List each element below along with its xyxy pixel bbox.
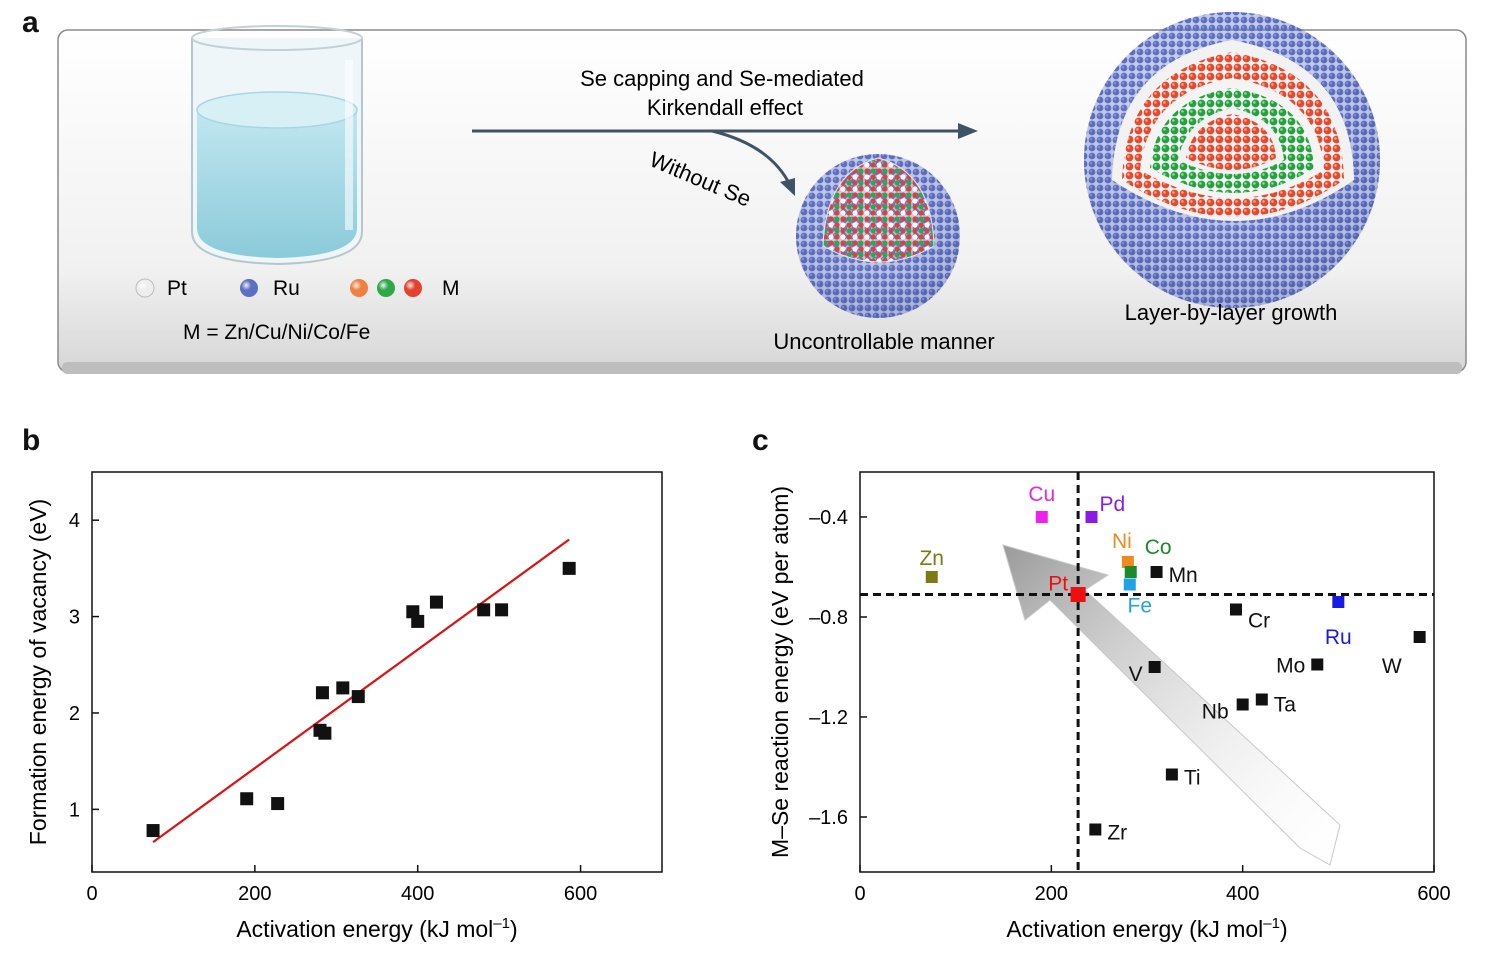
chart-c-ylabel: M–Se reaction energy (eV per atom) (767, 486, 793, 858)
data-point-zr (1089, 823, 1102, 836)
y-tick-label: 2 (69, 703, 80, 725)
y-tick-label: 4 (69, 510, 80, 532)
chart-b-ylabel: Formation energy of vacancy (eV) (25, 499, 51, 845)
data-point-ti (1165, 768, 1178, 781)
data-point-cr (1229, 603, 1242, 616)
chart-c-frame (859, 471, 1435, 873)
point-label-mn: Mn (1169, 564, 1198, 587)
point-label-cr: Cr (1248, 610, 1270, 633)
legend-ru-label: Ru (273, 277, 300, 300)
point-label-nb: Nb (1202, 701, 1229, 724)
data-point-co (1124, 566, 1137, 578)
y-tick-label: 3 (69, 607, 80, 629)
legend-pt-label: Pt (167, 277, 187, 300)
uncontrolled-particle: Uncontrollable manner (773, 154, 995, 354)
point-label-cu: Cu (1028, 483, 1055, 506)
uncontrollable-label: Uncontrollable manner (773, 329, 994, 354)
trend-arrow (1002, 544, 1341, 866)
panel-letter-b: b (22, 424, 41, 457)
data-point (429, 595, 443, 609)
data-point (271, 797, 285, 811)
data-point (562, 561, 576, 575)
m-definition: M = Zn/Cu/Ni/Co/Fe (183, 321, 370, 344)
schematic-legend: Pt Ru M M = Zn/Cu/Ni/Co/Fe (135, 277, 460, 344)
x-tick-label: 0 (86, 883, 97, 905)
data-point (495, 603, 509, 617)
panel-letter-c: c (752, 424, 769, 457)
point-label-ni: Ni (1112, 530, 1132, 553)
panel-a-schematic: Pt Ru M M = Zn/Cu/Ni/Co/Fe Se capping an… (57, 12, 1467, 374)
point-label-v: V (1129, 663, 1143, 686)
x-tick-label: 600 (564, 883, 597, 905)
y-tick-label: –1.2 (809, 707, 848, 729)
data-point (315, 686, 329, 700)
y-tick-label: –1.6 (809, 807, 848, 829)
point-label-w: W (1382, 655, 1402, 678)
panel-b-chart: 0 200 400 600 1 2 3 4 Activation energy (kJ mol… (25, 471, 663, 942)
data-point (351, 690, 365, 704)
point-label-fe: Fe (1128, 595, 1153, 618)
data-point-pt (1070, 587, 1086, 602)
data-point-ru (1332, 596, 1345, 608)
beaker (191, 25, 363, 266)
data-point (240, 792, 254, 806)
x-tick-label: 0 (854, 883, 865, 905)
arrow-head-icon (958, 123, 978, 139)
arrow-head-icon (780, 178, 795, 196)
chart-c-ticks: 0 200 400 600 –0.4 –0.8 –1.2 –1.6 (809, 507, 1451, 905)
y-tick-label: 1 (69, 799, 80, 821)
chart-b-points (146, 561, 576, 838)
without-se-arrow (711, 129, 792, 186)
data-point-mo (1311, 658, 1324, 671)
layer-growth-label: Layer-by-layer growth (1125, 300, 1338, 325)
point-label-ti: Ti (1184, 767, 1201, 790)
data-point-fe (1123, 578, 1136, 591)
point-label-ta: Ta (1274, 694, 1297, 717)
data-point-cu (1035, 511, 1048, 523)
point-label-mo: Mo (1276, 655, 1305, 678)
point-label-pt: Pt (1048, 573, 1068, 596)
point-label-co: Co (1145, 536, 1172, 559)
data-point (336, 681, 350, 695)
chart-c-xlabel: Activation energy (kJ mol–1) (1006, 915, 1287, 942)
data-point-w (1413, 631, 1426, 643)
data-point-ta (1255, 693, 1268, 706)
arrow-label-line2: Kirkendall effect (647, 95, 803, 120)
x-tick-label: 600 (1417, 883, 1450, 905)
point-label-ru: Ru (1325, 626, 1352, 649)
y-tick-label: –0.4 (809, 507, 848, 529)
point-label-pd: Pd (1100, 493, 1126, 516)
data-point-mn (1150, 566, 1163, 578)
data-point-nb (1236, 698, 1249, 711)
board-edge (62, 362, 1462, 374)
data-point (318, 726, 332, 740)
y-tick-label: –0.8 (809, 607, 848, 629)
data-point-v (1148, 661, 1161, 673)
chart-b-ticks: 0 200 400 600 1 2 3 4 (69, 510, 597, 905)
point-label-zr: Zr (1107, 822, 1127, 845)
chart-c-reference-lines (860, 472, 1434, 872)
data-point (477, 603, 491, 617)
x-tick-label: 400 (1226, 883, 1259, 905)
data-point-zn (925, 571, 938, 583)
x-tick-label: 200 (1035, 883, 1068, 905)
chart-b-frame (91, 471, 663, 873)
chart-b-xlabel: Activation energy (kJ mol–1) (236, 915, 517, 942)
x-tick-label: 400 (401, 883, 434, 905)
layered-particle: Layer-by-layer growth (1084, 12, 1380, 325)
data-point-ni (1121, 556, 1134, 568)
data-point (411, 614, 425, 628)
legend-m-label: M (442, 277, 460, 300)
data-point (146, 824, 160, 838)
panel-letter-a: a (22, 6, 39, 39)
arrow-label-line1: Se capping and Se-mediated (580, 66, 864, 91)
x-tick-label: 200 (238, 883, 271, 905)
point-label-zn: Zn (919, 547, 944, 570)
data-point-pd (1085, 511, 1098, 523)
